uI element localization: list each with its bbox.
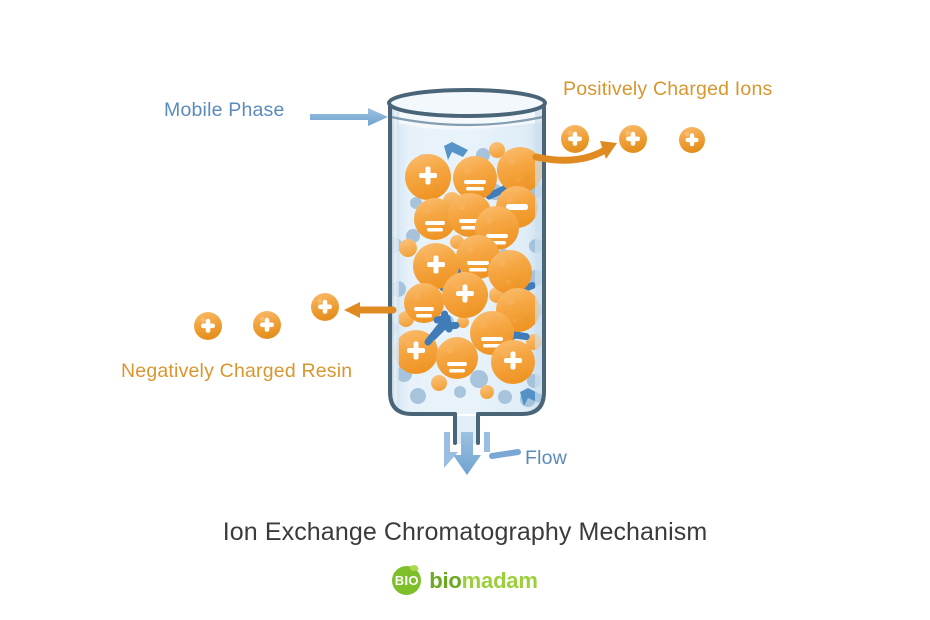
figure-title: Ion Exchange Chromatography Mechanism: [222, 518, 708, 546]
free-cations-right: [561, 125, 705, 153]
label-negatively-charged-resin: Negatively Charged Resin: [121, 360, 353, 382]
resin-bead: [497, 147, 543, 193]
leaf-icon: [409, 563, 420, 573]
resin-bead: [491, 340, 535, 384]
resin-bead: [414, 198, 456, 240]
logo-mark-icon: BIO: [392, 563, 422, 595]
internal-flow-arrow-up: [424, 314, 453, 346]
resin-bead: [442, 272, 488, 318]
label-mobile-phase: Mobile Phase: [164, 99, 285, 121]
column-outlet-tube: [453, 412, 480, 445]
cation-ion: [253, 311, 281, 339]
column-inner-highlight-right: [535, 103, 544, 414]
cation-ion: [194, 312, 222, 340]
resin-bead: [404, 283, 444, 323]
label-flow: Flow: [525, 447, 567, 469]
resin-beads: [394, 147, 543, 384]
resin-bead: [405, 154, 451, 200]
cation-release-arrow-left: [344, 302, 397, 318]
logo-word-first: bio: [429, 567, 462, 593]
mobile-phase-arrow: [310, 108, 388, 126]
logo-mark-text: BIO: [394, 573, 419, 588]
logo-word-second: madam: [461, 567, 538, 593]
resin-bead: [488, 250, 532, 294]
brand-logo: BIO biomadam: [0, 563, 930, 595]
cation-ion: [561, 125, 589, 153]
cation-ion: [619, 125, 647, 153]
flow-arrow: [444, 432, 521, 475]
free-cations-left: [194, 293, 339, 340]
column-meniscus-line: [390, 115, 544, 127]
chromatography-column: [387, 88, 547, 445]
cation-release-arrow-right: [532, 141, 617, 164]
logo-wordmark: biomadam: [429, 567, 538, 594]
label-positively-charged-ions: Positively Charged Ions: [563, 78, 773, 100]
resin-bead: [436, 337, 478, 379]
column-inner-highlight-left: [390, 103, 399, 414]
cation-ion: [311, 293, 339, 321]
resin-bead: [453, 156, 497, 200]
column-rim: [387, 88, 547, 118]
flow-leader-line: [489, 449, 521, 459]
resin-bead: [413, 243, 459, 289]
cation-ion: [679, 127, 705, 153]
